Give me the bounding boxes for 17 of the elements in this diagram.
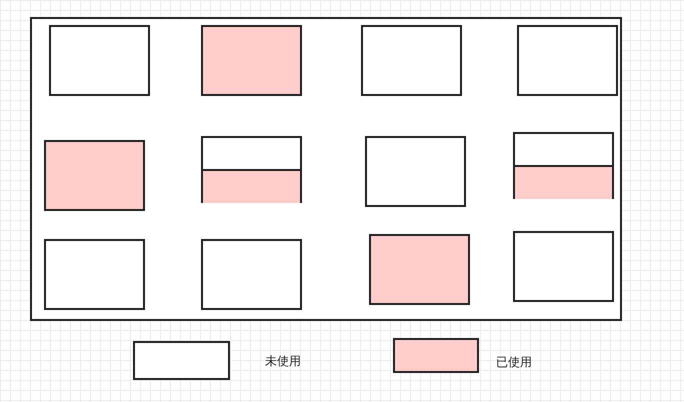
box bbox=[365, 136, 466, 207]
box bbox=[201, 239, 302, 310]
box bbox=[361, 25, 462, 96]
box bbox=[44, 239, 145, 310]
legend-label: 未使用 bbox=[265, 353, 301, 370]
box bbox=[201, 136, 302, 203]
filled-section bbox=[203, 169, 300, 203]
box bbox=[201, 25, 302, 96]
legend-label: 已使用 bbox=[496, 354, 532, 371]
box bbox=[30, 17, 622, 321]
box bbox=[513, 132, 614, 199]
filled-section bbox=[515, 165, 612, 199]
box bbox=[513, 231, 614, 302]
box bbox=[369, 234, 470, 305]
box bbox=[44, 140, 145, 211]
box bbox=[517, 25, 618, 96]
box bbox=[49, 25, 150, 96]
